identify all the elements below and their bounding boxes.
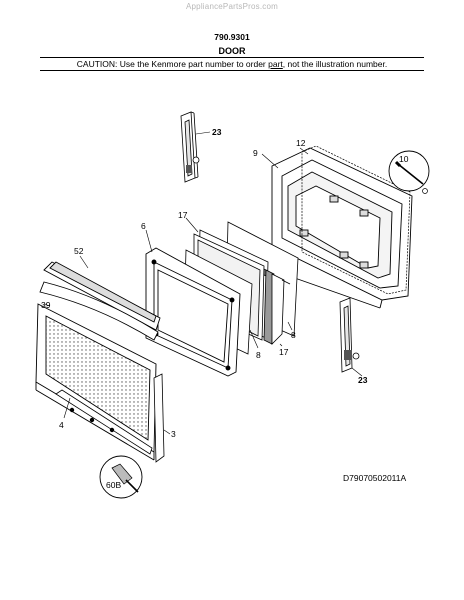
callout-52: 52	[74, 246, 84, 256]
screw-60b-part[interactable]	[99, 455, 143, 499]
watermark-text: AppliancePartsPros.com	[186, 2, 278, 11]
caution-suffix: , not the illustration number.	[282, 59, 388, 69]
callout-23-bottom: 23	[358, 375, 368, 385]
callout-12: 12	[296, 138, 306, 148]
leader-outer-panel	[43, 303, 51, 307]
leader-inner-door	[261, 153, 279, 169]
callout-10: 10	[399, 154, 409, 164]
model-number: 790.9301	[214, 32, 250, 42]
leader-glass-right	[287, 321, 293, 331]
callout-39: 39	[41, 300, 51, 310]
page-title: DOOR	[218, 46, 246, 56]
callout-60b: 60B	[106, 480, 121, 490]
callout-23-top: 23	[212, 127, 222, 137]
caution-part-link[interactable]: part	[268, 59, 283, 69]
callout-8-right: 8	[291, 330, 296, 340]
leader-hinge-top	[195, 131, 211, 135]
callout-6: 6	[141, 221, 146, 231]
leader-glass-left	[249, 329, 259, 349]
leader-gasket	[299, 147, 309, 155]
callout-3: 3	[171, 429, 176, 439]
outer-door-panel-part[interactable]	[35, 303, 157, 461]
callout-17-top: 17	[178, 210, 188, 220]
leader-door-liner	[145, 229, 153, 253]
door-liner-part[interactable]	[145, 247, 241, 377]
bottom-trim-part[interactable]	[55, 389, 153, 455]
door-handle-part[interactable]	[39, 261, 161, 341]
leader-side-trim	[163, 429, 171, 435]
callout-9: 9	[253, 148, 258, 158]
callout-8-left: 8	[256, 350, 261, 360]
bottom-hinge-part[interactable]	[339, 297, 360, 373]
side-trim-part[interactable]	[153, 373, 165, 463]
caution-note: CAUTION: Use the Kenmore part number to …	[0, 59, 464, 69]
callout-4: 4	[59, 420, 64, 430]
door-gasket-part[interactable]	[301, 145, 411, 295]
screw-detail-part[interactable]	[388, 150, 430, 194]
divider-top	[40, 57, 424, 58]
divider-bottom	[40, 70, 424, 71]
callout-17-bottom: 17	[279, 347, 289, 357]
leader-glass-top	[185, 217, 199, 233]
caution-prefix: CAUTION: Use the Kenmore part number to …	[76, 59, 269, 69]
leader-hinge-bottom	[351, 367, 363, 377]
top-hinge-part[interactable]	[180, 111, 200, 183]
leader-handle	[79, 255, 89, 269]
inner-door-frame-part[interactable]	[271, 147, 413, 309]
leader-bottom-trim	[63, 397, 71, 419]
leader-glass-bottom	[279, 343, 283, 347]
figure-code: D79070502011A	[343, 473, 407, 483]
